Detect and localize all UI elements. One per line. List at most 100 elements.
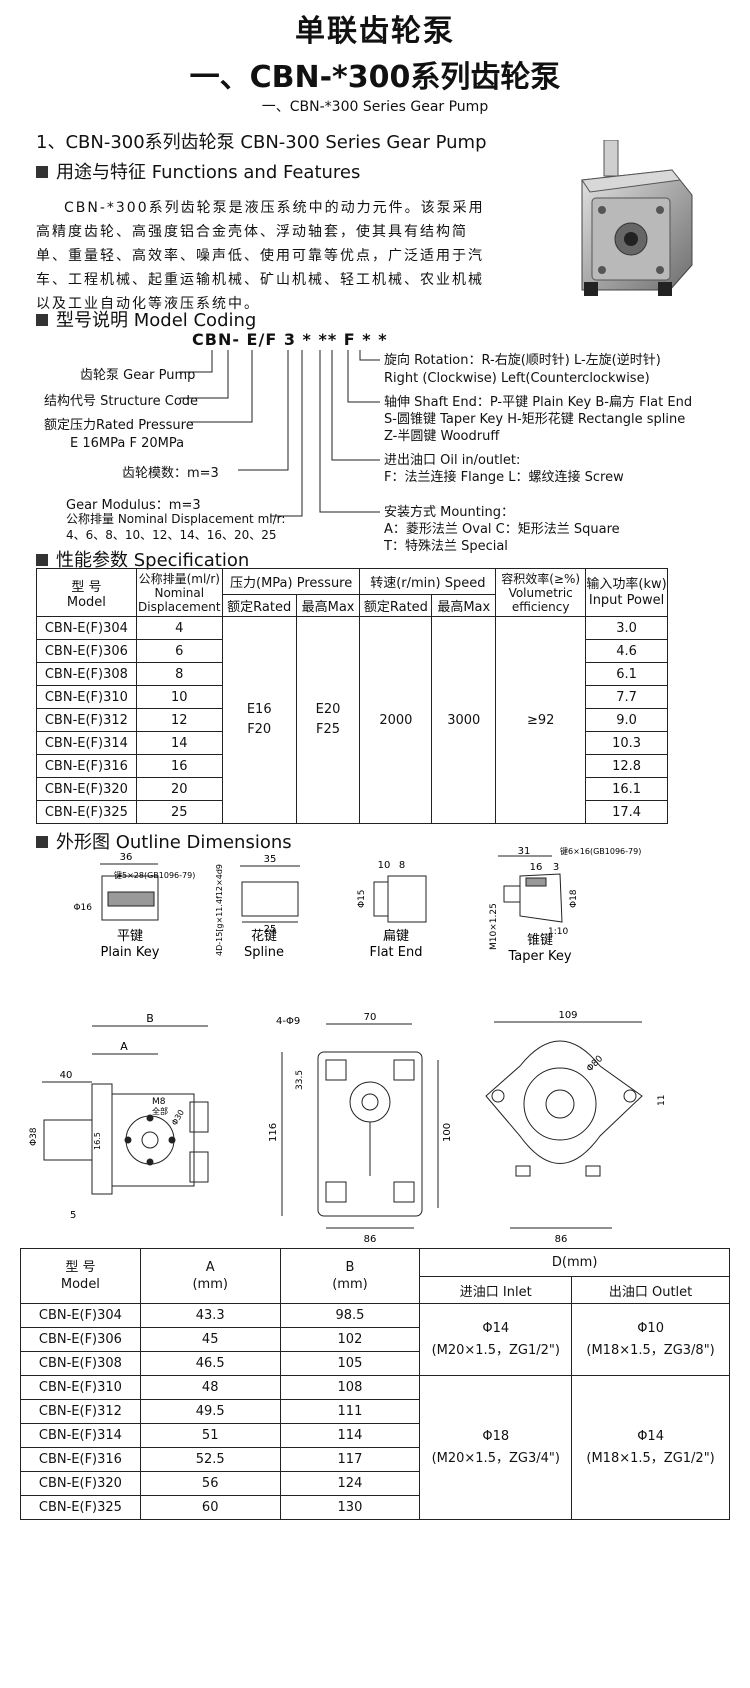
dim-8: 8 (399, 860, 405, 871)
dim-40: 40 (60, 1070, 73, 1081)
dim-10: 10 (378, 860, 391, 871)
dim-31: 31 (518, 846, 531, 857)
table-row-model: CBN-E(F)304 (20, 1303, 141, 1328)
label-plain-key-cn: 平键 (117, 929, 143, 944)
dim-33-5: 33.5 (295, 1070, 305, 1090)
dim-h-a: A(mm) (139, 1248, 281, 1304)
table-row-a: 51 (139, 1423, 281, 1448)
spec-h-power: 输入功率(kw)Input Powel (585, 568, 668, 617)
table-row-power: 17.4 (585, 800, 668, 824)
dim-B: B (146, 1012, 154, 1025)
code-rated-pressure: 额定压力Rated Pressure (44, 418, 194, 433)
dim-109: 109 (558, 1010, 577, 1021)
flange-view-drawing (485, 1021, 643, 1229)
table-row-a: 60 (139, 1495, 281, 1520)
table-row-model: CBN-E(F)320 (36, 777, 137, 801)
dim-16: 16 (530, 862, 543, 873)
table-row-model: CBN-E(F)306 (20, 1327, 141, 1352)
table-row-model: CBN-E(F)304 (36, 616, 137, 640)
table-row-disp: 12 (135, 708, 223, 732)
table-row-b: 124 (279, 1471, 421, 1496)
label-plain-key-en: Plain Key (101, 945, 160, 960)
table-row-disp: 14 (135, 731, 223, 755)
code-oil-1: 进出油口 Oil in/outlet: (384, 453, 521, 468)
dim-m8-all: 全部 (152, 1106, 168, 1116)
spec-h-speed-max: 最高Max (431, 594, 497, 617)
table-row-model: CBN-E(F)312 (36, 708, 137, 732)
code-shaft-3: Z-半圆键 Woodruff (384, 429, 500, 444)
dim-m10: M10×1.25 (489, 903, 499, 950)
dim-inlet-small: Φ14(M20×1.5，ZG1/2") (419, 1303, 573, 1376)
front-view-drawing (281, 1023, 439, 1229)
gear-pump-image (581, 140, 693, 296)
table-row-b: 111 (279, 1399, 421, 1424)
spec-rated-speed: 2000 (359, 616, 433, 824)
dim-A: A (120, 1040, 128, 1053)
code-gear-pump: 齿轮泵 Gear Pump (80, 368, 196, 383)
spec-h-max: 最高Max (295, 594, 361, 617)
page-title: 单联齿轮泵 (295, 14, 455, 49)
dim-25: 25 (264, 924, 277, 935)
label-taper-cn: 锥键 (527, 933, 553, 948)
table-row-disp: 6 (135, 639, 223, 663)
coding-heading: 型号说明 Model Coding (36, 306, 256, 332)
dim-key1: 键5×28(GB1096-79) (114, 870, 195, 880)
section-1-heading: 1、CBN-300系列齿轮泵 CBN-300 Series Gear Pump (36, 132, 487, 153)
functions-text: CBN-*300系列齿轮泵是液压系统中的动力元件。该泵采用高精度齿轮、高强度铝合… (36, 200, 485, 312)
table-row-model: CBN-E(F)310 (20, 1375, 141, 1400)
spec-efficiency: ≥92 (495, 616, 587, 824)
spec-max-speed: 3000 (431, 616, 497, 824)
taper-key-drawing (498, 855, 563, 923)
code-shaft-1: 轴伸 Shaft End：P-平键 Plain Key B-扁方 Flat En… (384, 395, 693, 410)
dim-phi80: Φ80 (585, 1054, 605, 1074)
dim-phi30: Φ30 (170, 1108, 186, 1127)
dim-1-10: 1:10 (548, 927, 568, 937)
label-taper-en: Taper Key (507, 949, 571, 964)
model-code: CBN- E/F 3 * ** F * * (192, 330, 388, 349)
outline-drawings: 36 键5×28(GB1096-79) Φ16 平键 Plain Key 35 … (29, 846, 667, 1245)
table-row-a: 43.3 (139, 1303, 281, 1328)
dim-phi15: Φ15 (357, 889, 367, 908)
coding-leader-lines (180, 350, 380, 517)
table-row-model: CBN-E(F)308 (36, 662, 137, 686)
table-row-a: 56 (139, 1471, 281, 1496)
dim-5: 5 (70, 1210, 76, 1221)
dim-phi38: Φ38 (29, 1127, 39, 1146)
dim-86-front: 86 (364, 1234, 377, 1245)
table-row-model: CBN-E(F)325 (36, 800, 137, 824)
dim-h-d: D(mm) (419, 1248, 730, 1277)
table-row-a: 45 (139, 1327, 281, 1352)
label-flat-en: Flat End (370, 945, 423, 960)
code-oil-2: F：法兰连接 Flange L：螺纹连接 Screw (384, 470, 624, 485)
table-row-b: 98.5 (279, 1303, 421, 1328)
dim-3: 3 (553, 862, 559, 873)
table-row-power: 16.1 (585, 777, 668, 801)
table-row-power: 3.0 (585, 616, 668, 640)
dim-phi18: Φ18 (569, 889, 579, 908)
code-shaft-2: S-圆锥键 Taper Key H-矩形花键 Rectangle spline (384, 412, 686, 427)
label-flat-cn: 扁键 (383, 929, 409, 944)
table-row-disp: 25 (135, 800, 223, 824)
table-row-model: CBN-E(F)314 (20, 1423, 141, 1448)
dim-36: 36 (120, 852, 133, 863)
code-gear-modulus-en: Gear Modulus：m=3 (66, 498, 201, 513)
plain-key-drawing (100, 863, 159, 921)
table-row-power: 10.3 (585, 731, 668, 755)
spline-drawing (240, 865, 300, 923)
side-view-drawing (42, 1025, 209, 1195)
table-row-model: CBN-E(F)320 (20, 1471, 141, 1496)
code-mount-1: 安装方式 Mounting： (384, 505, 514, 520)
table-row-b: 105 (279, 1351, 421, 1376)
dim-100: 100 (442, 1123, 453, 1142)
dim-86-flange: 86 (555, 1234, 568, 1245)
table-row-power: 12.8 (585, 754, 668, 778)
dim-h-outlet: 出油口 Outlet (571, 1276, 730, 1304)
code-gear-modulus-cn: 齿轮模数：m=3 (122, 466, 219, 481)
table-row-power: 4.6 (585, 639, 668, 663)
dim-70: 70 (364, 1012, 377, 1023)
label-spline-cn: 花键 (251, 928, 277, 944)
spec-h-rated: 额定Rated (221, 594, 297, 617)
